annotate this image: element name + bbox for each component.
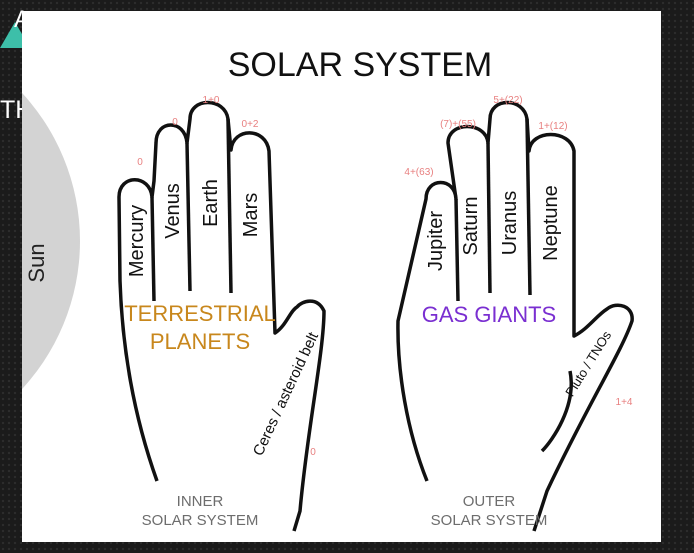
diagram-title: SOLAR SYSTEM — [228, 46, 493, 84]
outer-caption-line2: SOLAR SYSTEM — [431, 512, 548, 529]
moons-saturn: (7)+(55) — [440, 119, 476, 130]
moons-jupiter: 4+(63) — [404, 167, 433, 178]
terrestrial-label-line1: TERRESTRIAL — [124, 301, 276, 326]
finger-label-uranus: Uranus — [499, 191, 521, 255]
finger-label-mercury: Mercury — [126, 205, 148, 277]
diagram-card: Sun SOLAR SYSTEM Mercury Venus Earth Mar… — [22, 11, 661, 542]
inner-caption-line2: SOLAR SYSTEM — [142, 512, 259, 529]
moons-mars: 0+2 — [242, 119, 259, 130]
finger-label-neptune: Neptune — [540, 185, 562, 261]
moons-earth: 1+0 — [203, 95, 220, 106]
solar-system-hands-diagram: Sun SOLAR SYSTEM Mercury Venus Earth Mar… — [22, 11, 661, 542]
terrestrial-label-line2: PLANETS — [150, 329, 250, 354]
moons-ceres: 0 — [310, 447, 316, 458]
inner-caption-line1: INNER — [177, 493, 224, 510]
finger-label-earth: Earth — [200, 179, 222, 227]
moons-uranus: 5+(22) — [493, 95, 522, 106]
moons-venus: 0 — [172, 117, 178, 128]
sun-label: Sun — [24, 243, 49, 282]
outer-caption-line1: OUTER — [463, 493, 516, 510]
finger-label-jupiter: Jupiter — [425, 211, 447, 271]
finger-label-saturn: Saturn — [460, 197, 482, 256]
moons-neptune: 1+(12) — [538, 121, 567, 132]
gas-giants-label: GAS GIANTS — [422, 302, 556, 327]
moons-pluto: 1+4 — [616, 397, 633, 408]
finger-label-mars: Mars — [240, 193, 262, 237]
moons-mercury: 0 — [137, 157, 143, 168]
sun-disc — [22, 23, 80, 459]
finger-label-venus: Venus — [162, 183, 184, 239]
